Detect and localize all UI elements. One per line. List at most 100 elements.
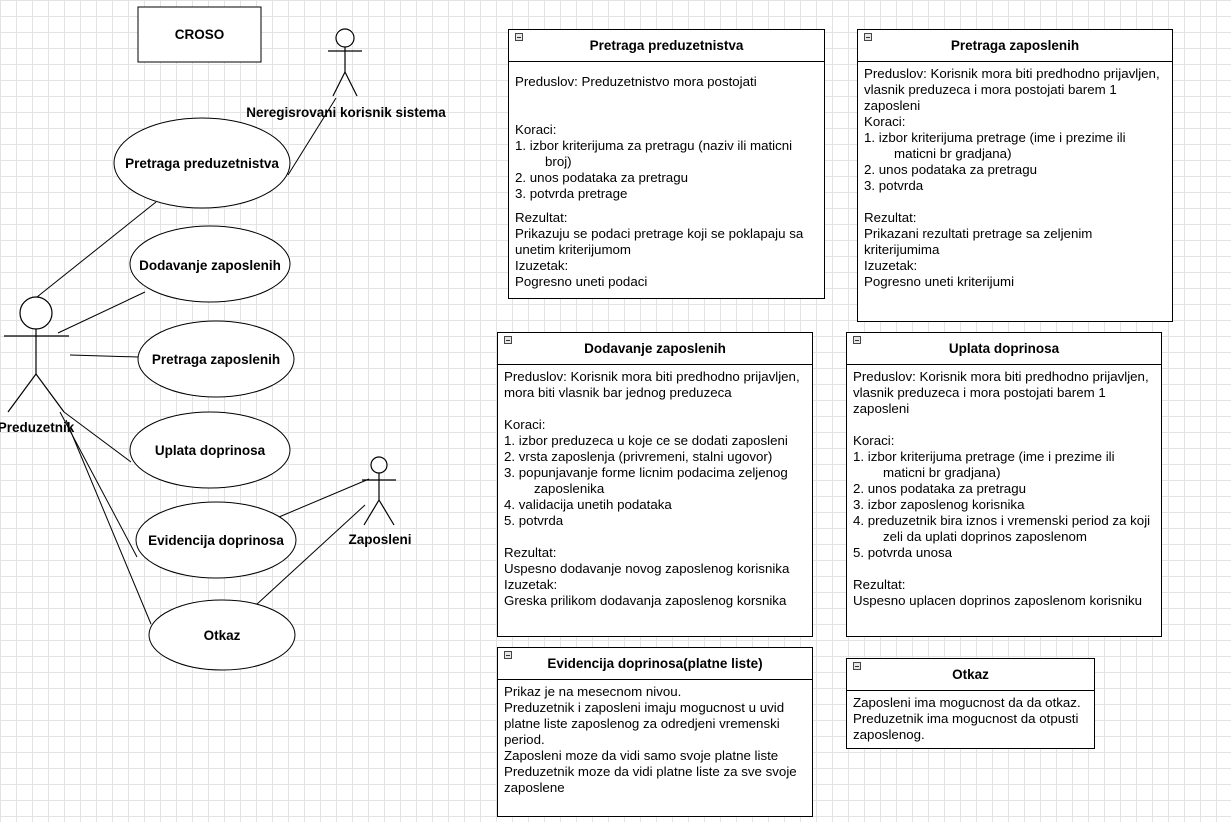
spec-line: Preduslov: Korisnik mora biti predhodno … (864, 66, 1160, 81)
spec-line: maticni br gradjana) (883, 465, 1001, 480)
spec-line: Preduslov: Preduzetnistvo mora postojati (515, 74, 757, 89)
collapse-icon[interactable] (853, 336, 861, 344)
spec-line: zaposlenika (534, 481, 605, 496)
spec-line: Uspesno dodavanje novog zaposlenog koris… (504, 561, 790, 576)
spec-line (853, 561, 1155, 577)
collapse-icon[interactable] (504, 336, 512, 344)
spec-line: Koraci: (864, 114, 906, 129)
use-case-evidencija-doprinosa[interactable] (135, 501, 297, 579)
spec-line: 5. potvrda unosa (853, 545, 953, 560)
spec-line: zaposlene (504, 780, 565, 795)
spec-line: zaposlenog. (853, 727, 925, 742)
spec-box-title: Pretraga preduzetnistva (589, 37, 744, 53)
use-case-pretraga-zaposlenih[interactable] (137, 320, 295, 398)
spec-box-body: Preduslov: Korisnik mora biti predhodno … (847, 365, 1161, 609)
assoc-unregistered-pretraga-preduzetnistva[interactable] (287, 97, 337, 176)
spec-line: Prikazuju se podaci pretrage koji se pok… (515, 226, 804, 241)
spec-line: Greska prilikom dodavanja zaposlenog kor… (504, 593, 787, 608)
spec-box-body: Zaposleni ima mogucnost da da otkaz. Pre… (847, 691, 1094, 743)
spec-box-header[interactable]: Uplata doprinosa (847, 333, 1161, 365)
spec-box-header[interactable]: Evidencija doprinosa(platne liste) (498, 648, 812, 680)
spec-box-title: Otkaz (952, 666, 989, 682)
spec-box-body: Preduslov: Korisnik mora biti predhodno … (858, 62, 1172, 290)
spec-line: Preduzetnik moze da vidi platne liste za… (504, 764, 797, 779)
spec-line: 1. izbor kriterijuma za pretragu (naziv … (515, 138, 793, 153)
spec-line: platne liste zaposlenog za odredjeni vre… (504, 716, 780, 731)
spec-line (853, 417, 1155, 433)
collapse-icon[interactable] (853, 662, 861, 670)
system-box[interactable] (137, 6, 262, 63)
spec-box-title: Uplata doprinosa (948, 340, 1060, 356)
spec-line: vlasnik preduzeca i mora postojati barem… (853, 385, 1106, 400)
spec-box-title: Evidencija doprinosa(platne liste) (547, 655, 763, 671)
use-case-dodavanje-zaposlenih[interactable] (129, 225, 291, 303)
spec-line: Rezultat: (853, 577, 906, 592)
spec-line: Prikaz je na mesecnom nivou. (504, 684, 682, 699)
spec-line: 2. vrsta zaposlenja (privremeni, stalni … (504, 449, 773, 464)
spec-line: Preduzetnik i zaposleni imaju mogucnost … (504, 700, 785, 715)
spec-line: mora biti vlasnik bar jednog preduzeca (504, 385, 732, 400)
spec-box-header[interactable]: Pretraga preduzetnistva (509, 30, 824, 62)
spec-line: Pogresno uneti podaci (515, 274, 648, 289)
spec-box-pretraga-zaposlenih[interactable]: Pretraga zaposlenih Preduslov: Korisnik … (857, 29, 1173, 322)
use-case-otkaz[interactable] (148, 599, 296, 671)
spec-line: 3. potvrda (864, 178, 924, 193)
spec-box-body: Prikaz je na mesecnom nivou. Preduzetnik… (498, 680, 812, 796)
spec-box-header[interactable]: Pretraga zaposlenih (858, 30, 1172, 62)
spec-box-header[interactable]: Dodavanje zaposlenih (498, 333, 812, 365)
spec-line: 4. preduzetnik bira iznos i vremenski pe… (853, 513, 1151, 528)
assoc-entrepreneur-dodavanje-zaposlenih[interactable] (57, 291, 146, 334)
use-case-label: Dodavanje zaposlenih (139, 258, 281, 273)
spec-box-title: Dodavanje zaposlenih (584, 340, 726, 356)
use-case-label: Evidencija doprinosa (148, 533, 284, 548)
spec-line: 2. unos podataka za pretragu (853, 481, 1026, 496)
spec-box-body: Preduslov: Korisnik mora biti predhodno … (498, 365, 812, 609)
spec-line: 3. popunjavanje forme licnim podacima ze… (504, 465, 788, 480)
assoc-entrepreneur-otkaz[interactable] (65, 419, 152, 625)
actor-label-entrepreneur: Preduzetnik (0, 420, 75, 435)
collapse-icon[interactable] (515, 33, 523, 41)
spec-box-otkaz[interactable]: Otkaz Zaposleni ima mogucnost da da otka… (846, 658, 1095, 749)
spec-line: period. (504, 732, 545, 747)
actor-label-unregistered: Neregisrovani korisnik sistema (246, 105, 446, 120)
spec-box-header[interactable]: Otkaz (847, 659, 1094, 691)
spec-box-body: Preduslov: Preduzetnistvo mora postojati… (509, 62, 824, 290)
spec-line: zeli da uplati doprinos zaposlenom (883, 529, 1088, 544)
assoc-employee-otkaz[interactable] (255, 504, 366, 606)
spec-line: Pogresno uneti kriterijumi (864, 274, 1015, 289)
spec-line (515, 90, 818, 106)
assoc-employee-evidencija-doprinosa[interactable] (278, 478, 370, 518)
actor-unregistered-user[interactable] (328, 28, 362, 97)
spec-line: Preduzetnik ima mogucnost da otpusti (853, 711, 1079, 726)
spec-line (864, 194, 1166, 210)
spec-box-dodavanje-zaposlenih[interactable]: Dodavanje zaposlenih Preduslov: Korisnik… (497, 332, 813, 637)
use-case-uplata-doprinosa[interactable] (129, 411, 291, 489)
spec-line: Preduslov: Korisnik mora biti predhodno … (853, 369, 1149, 384)
spec-line: broj) (545, 154, 572, 169)
actor-entrepreneur[interactable] (4, 296, 69, 413)
spec-line: Zaposleni ima mogucnost da da otkaz. (853, 695, 1081, 710)
actor-employee[interactable] (362, 456, 396, 526)
spec-box-evidencija-doprinosa[interactable]: Evidencija doprinosa(platne liste) Prika… (497, 647, 813, 817)
spec-line: Koraci: (853, 433, 895, 448)
spec-line: Preduslov: Korisnik mora biti predhodno … (504, 369, 800, 384)
use-case-pretraga-preduzetnistva[interactable] (113, 117, 291, 209)
spec-line: vlasnik preduzeca i mora postojati barem… (864, 82, 1117, 97)
collapse-icon[interactable] (504, 651, 512, 659)
spec-line (504, 401, 806, 417)
assoc-entrepreneur-pretraga-zaposlenih[interactable] (69, 354, 139, 358)
spec-line: Rezultat: (515, 210, 568, 225)
spec-line: 1. izbor kriterijuma pretrage (ime i pre… (853, 449, 1115, 464)
collapse-icon[interactable] (864, 33, 872, 41)
spec-line: Prikazani rezultati pretrage sa zeljenim (864, 226, 1093, 241)
assoc-entrepreneur-uplata-doprinosa[interactable] (63, 411, 132, 463)
spec-line: 2. unos podataka za pretragu (515, 170, 688, 185)
use-case-label: Pretraga zaposlenih (152, 352, 280, 367)
spec-line: 2. unos podataka za pretragu (864, 162, 1037, 177)
spec-box-pretraga-preduzetnistva[interactable]: Pretraga preduzetnistva Preduslov: Predu… (508, 29, 825, 299)
spec-line: Rezultat: (864, 210, 917, 225)
spec-line: Koraci: (504, 417, 546, 432)
system-box-label: CROSO (175, 27, 225, 42)
assoc-entrepreneur-pretraga-preduzetnistva[interactable] (36, 201, 157, 298)
spec-box-uplata-doprinosa[interactable]: Uplata doprinosa Preduslov: Korisnik mor… (846, 332, 1162, 637)
